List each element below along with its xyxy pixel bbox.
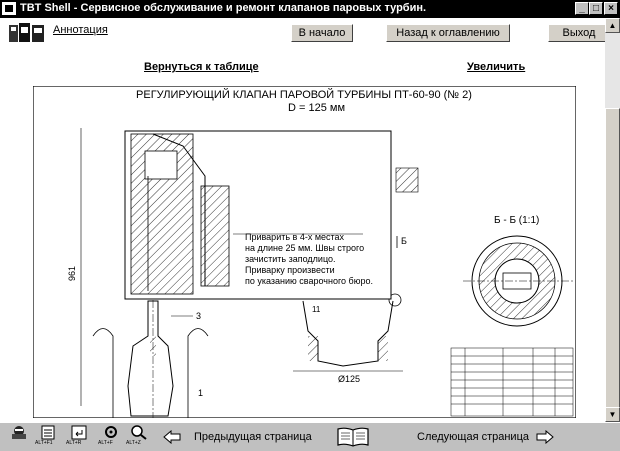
icon-label-4: ALT+Z: [126, 440, 141, 446]
maximize-button[interactable]: □: [589, 2, 603, 15]
dim-961: 961: [67, 266, 77, 281]
prev-arrow-icon[interactable]: [163, 430, 181, 444]
home-button[interactable]: В начало: [291, 24, 353, 42]
return-icon[interactable]: ALT+R: [66, 425, 90, 446]
note-line-2: на длине 25 мм. Швы строго: [245, 243, 364, 253]
note-line-5: по указанию сварочного бюро.: [245, 276, 373, 286]
magnifier-icon[interactable]: ALT+Z: [126, 425, 150, 446]
scroll-up-arrow-icon[interactable]: ▲: [605, 18, 620, 33]
back-to-table-link[interactable]: Вернуться к таблице: [144, 61, 259, 73]
prev-page-link[interactable]: Предыдущая страница: [194, 431, 312, 443]
icon-label-2: ALT+R: [66, 440, 82, 446]
content-area: Аннотация В начало Назад к оглавлению Вы…: [0, 18, 610, 422]
icon-label-1: ALT+F1: [35, 440, 53, 446]
help-agent-icon[interactable]: [8, 425, 30, 445]
exit-button[interactable]: Выход: [548, 24, 610, 42]
annotation-link[interactable]: Аннотация: [53, 24, 108, 36]
icon-label-3: ALT+F: [98, 440, 113, 446]
title-bar: TBT Shell - Сервисное обслуживание и рем…: [0, 0, 620, 18]
books-icon[interactable]: [8, 22, 48, 44]
diameter-label: D = 125 мм: [288, 102, 345, 114]
back-to-toc-button[interactable]: Назад к оглавлению: [386, 24, 510, 42]
section-label: Б - Б (1:1): [494, 215, 539, 226]
next-arrow-icon[interactable]: [536, 430, 554, 444]
open-book-icon[interactable]: [336, 426, 370, 448]
dim-diameter-125: Ø125: [338, 374, 360, 384]
note-line-4: Приварку произвести: [245, 265, 335, 275]
bottom-toolbar: ALT+F1 ALT+R ALT+F ALT+Z Предыдущая стра…: [0, 422, 620, 451]
app-icon: [2, 2, 16, 15]
document-icon[interactable]: ALT+F1: [35, 425, 59, 446]
valve-drawing: РЕГУЛИРУЮЩИЙ КЛАПАН ПАРОВОЙ ТУРБИНЫ ПТ-6…: [33, 86, 576, 418]
note-line-1: Приварить в 4-х местах: [245, 232, 345, 242]
window-title: TBT Shell - Сервисное обслуживание и рем…: [20, 2, 427, 14]
scroll-down-arrow-icon[interactable]: ▼: [605, 407, 620, 422]
label-3: 3: [196, 311, 201, 321]
zoom-link[interactable]: Увеличить: [467, 61, 526, 73]
minimize-button[interactable]: _: [575, 2, 589, 15]
label-b: Б: [401, 236, 407, 246]
next-page-link[interactable]: Следующая страница: [417, 431, 529, 443]
close-window-button[interactable]: ×: [604, 2, 618, 15]
label-11: 11: [312, 305, 321, 314]
note-line-3: зачистить заподлицо.: [245, 254, 336, 264]
detail-callout: Приварить в 4-х местах на длине 25 мм. Ш…: [124, 130, 392, 300]
settings-gear-icon[interactable]: ALT+F: [98, 425, 122, 446]
scrollbar-thumb[interactable]: [605, 108, 620, 408]
drawing-title: РЕГУЛИРУЮЩИЙ КЛАПАН ПАРОВОЙ ТУРБИНЫ ПТ-6…: [136, 88, 472, 101]
label-1: 1: [198, 388, 203, 398]
vertical-scrollbar[interactable]: ▲ ▼: [605, 18, 620, 422]
